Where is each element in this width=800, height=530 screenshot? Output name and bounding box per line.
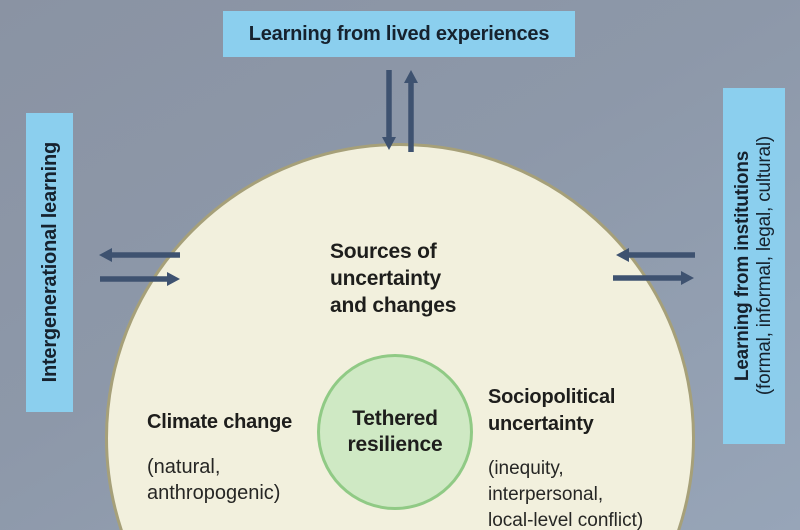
label-sociopolitical-uncertainty: Sociopolitical uncertainty (inequity, in… [488,366,643,530]
box-right-title: Learning from institutions [732,150,753,382]
box-left-label: Intergenerational learning [38,142,61,383]
climate-change-detail: (natural, anthropogenic) [147,456,281,504]
box-right-detail: (formal, informal, legal, cultural) [754,136,775,396]
box-learning-from-institutions: Learning from institutions (formal, info… [723,88,785,444]
heading-sources-of-uncertainty: Sources of uncertainty and changes [330,240,457,317]
sociopolitical-title: Sociopolitical uncertainty [488,386,616,435]
box-intergenerational-learning: Intergenerational learning [26,113,73,412]
climate-change-title: Climate change [147,411,293,433]
label-climate-change: Climate change (natural, anthropogenic) [147,391,292,524]
box-learning-from-lived-experiences: Learning from lived experiences [223,11,575,57]
box-top-label: Learning from lived experiences [248,22,550,45]
tethered-resilience-circle: Tethered resilience [317,354,473,510]
sociopolitical-detail: (inequity, interpersonal, local-level co… [488,458,644,530]
